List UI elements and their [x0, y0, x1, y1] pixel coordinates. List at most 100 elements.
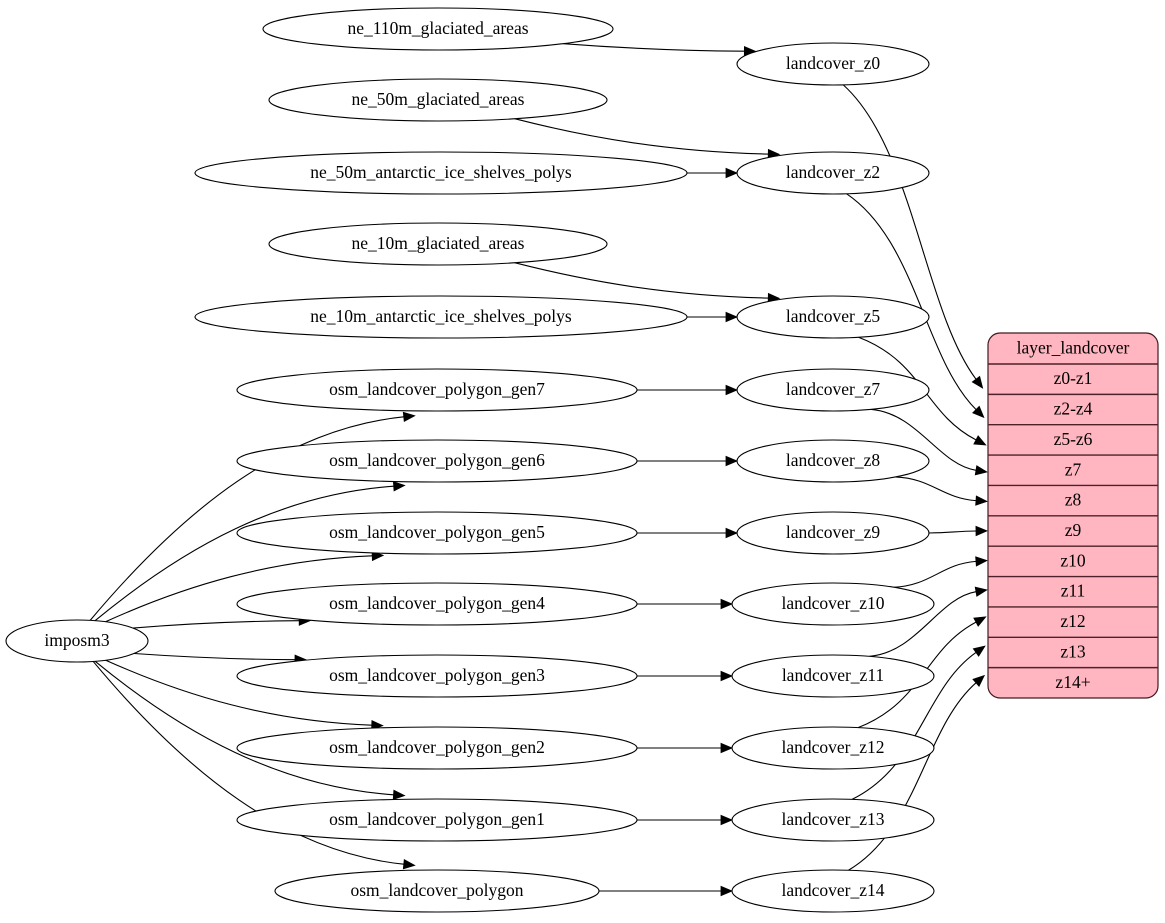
- table-row[interactable]: z0-z1: [1054, 368, 1093, 388]
- edge-ne_10m_glaciated_areas-to-landcover_z5: [514, 262, 781, 304]
- node-shape: [236, 368, 638, 412]
- edge-line: [92, 661, 404, 865]
- table-row[interactable]: z5-z6: [1054, 429, 1093, 449]
- node-label: imposm3: [44, 630, 109, 650]
- node-shape: [736, 295, 930, 339]
- edge-line: [514, 262, 769, 299]
- arrowhead: [720, 885, 734, 897]
- node-label: landcover_z2: [786, 162, 880, 182]
- node-osm_landcover_polygon_gen3[interactable]: osm_landcover_polygon_gen3: [236, 654, 638, 698]
- node-landcover_z12[interactable]: landcover_z12: [731, 726, 935, 770]
- node-shape: [731, 798, 935, 842]
- edge-landcover_z11-to-layer_landcover:z11: [869, 586, 988, 657]
- node-shape: [731, 869, 935, 913]
- edge-ne_50m_antarctic_ice_shelves_polys-to-landcover_z2: [687, 167, 739, 179]
- edge-line: [89, 416, 404, 621]
- edge-line: [928, 530, 977, 534]
- node-osm_landcover_polygon[interactable]: osm_landcover_polygon: [274, 869, 600, 913]
- edge-osm_landcover_polygon_gen3-to-landcover_z11: [636, 670, 734, 682]
- edge-landcover_z9-to-layer_landcover:z9: [928, 525, 989, 537]
- node-label: ne_10m_antarctic_ice_shelves_polys: [310, 306, 572, 326]
- table-row-label: z7: [1065, 459, 1082, 479]
- table-row[interactable]: z14+: [1055, 672, 1090, 692]
- edge-line: [563, 43, 745, 52]
- layer-landcover-record[interactable]: layer_landcoverz0-z1z2-z4z5-z6z7z8z9z10z…: [987, 332, 1159, 699]
- edge-ne_10m_antarctic_ice_shelves_polys-to-landcover_z5: [687, 311, 739, 323]
- node-landcover_z5[interactable]: landcover_z5: [736, 295, 930, 339]
- node-landcover_z9[interactable]: landcover_z9: [736, 511, 930, 555]
- table-row[interactable]: z9: [1065, 520, 1082, 540]
- arrowhead: [972, 674, 986, 687]
- node-shape: [236, 798, 638, 842]
- node-label: landcover_z11: [782, 665, 884, 685]
- table-row[interactable]: z11: [1061, 581, 1086, 601]
- edge-line: [869, 591, 977, 657]
- node-shape: [731, 726, 935, 770]
- node-landcover_z10[interactable]: landcover_z10: [731, 582, 935, 626]
- arrowhead: [972, 645, 986, 657]
- table-row[interactable]: z13: [1060, 641, 1086, 661]
- edge-line: [846, 193, 977, 410]
- arrowhead: [725, 384, 739, 396]
- node-ne_110m_glaciated_areas[interactable]: ne_110m_glaciated_areas: [262, 7, 614, 51]
- node-imposm3[interactable]: imposm3: [5, 619, 149, 663]
- table-row[interactable]: z7: [1065, 459, 1082, 479]
- node-ne_50m_antarctic_ice_shelves_polys[interactable]: ne_50m_antarctic_ice_shelves_polys: [194, 151, 688, 195]
- arrowhead: [973, 616, 987, 627]
- arrowhead: [725, 527, 739, 539]
- node-osm_landcover_polygon_gen6[interactable]: osm_landcover_polygon_gen6: [236, 439, 638, 483]
- node-landcover_z7[interactable]: landcover_z7: [736, 368, 930, 412]
- node-landcover_z8[interactable]: landcover_z8: [736, 439, 930, 483]
- arrowhead: [402, 859, 416, 870]
- node-ne_10m_antarctic_ice_shelves_polys[interactable]: ne_10m_antarctic_ice_shelves_polys: [194, 295, 688, 339]
- node-layer: imposm3 ne_110m_glaciated_areas ne_50m_gla…: [5, 7, 935, 913]
- edge-line: [514, 118, 769, 155]
- node-osm_landcover_polygon_gen7[interactable]: osm_landcover_polygon_gen7: [236, 368, 638, 412]
- arrowhead: [720, 670, 734, 682]
- node-landcover_z2[interactable]: landcover_z2: [736, 151, 930, 195]
- table-row[interactable]: z12: [1060, 611, 1085, 631]
- edge-line: [134, 652, 295, 661]
- node-label: ne_50m_glaciated_areas: [352, 89, 525, 109]
- edge-landcover_z13-to-layer_landcover:z13: [851, 645, 986, 800]
- node-label: osm_landcover_polygon_gen3: [329, 665, 545, 685]
- node-landcover_z0[interactable]: landcover_z0: [736, 42, 930, 86]
- node-label: landcover_z0: [786, 53, 881, 73]
- node-shape: [262, 7, 614, 51]
- node-label: landcover_z14: [781, 880, 884, 900]
- arrowhead: [975, 495, 989, 506]
- table-row-label: z2-z4: [1054, 399, 1093, 419]
- node-osm_landcover_polygon_gen1[interactable]: osm_landcover_polygon_gen1: [236, 798, 638, 842]
- table-row[interactable]: z10: [1060, 550, 1086, 570]
- node-osm_landcover_polygon_gen4[interactable]: osm_landcover_polygon_gen4: [236, 582, 638, 626]
- arrowhead: [725, 167, 739, 179]
- node-landcover_z13[interactable]: landcover_z13: [731, 798, 935, 842]
- edge-ne_50m_glaciated_areas-to-landcover_z2: [514, 118, 781, 160]
- table-row[interactable]: z8: [1065, 490, 1082, 510]
- node-shape: [736, 368, 930, 412]
- table-row[interactable]: z2-z4: [1054, 399, 1093, 419]
- node-shape: [236, 439, 638, 483]
- node-ne_10m_glaciated_areas[interactable]: ne_10m_glaciated_areas: [268, 222, 608, 266]
- node-shape: [736, 439, 930, 483]
- edge-line: [94, 660, 394, 796]
- table-row-label: z8: [1065, 490, 1082, 510]
- table-row-label: z13: [1060, 641, 1086, 661]
- table-row-label: z5-z6: [1054, 429, 1093, 449]
- node-osm_landcover_polygon_gen2[interactable]: osm_landcover_polygon_gen2: [236, 726, 638, 770]
- arrowhead: [974, 465, 988, 476]
- edge-line: [870, 408, 977, 471]
- node-shape: [268, 222, 608, 266]
- arrowhead: [725, 455, 739, 467]
- node-landcover_z14[interactable]: landcover_z14: [731, 869, 935, 913]
- node-ne_50m_glaciated_areas[interactable]: ne_50m_glaciated_areas: [268, 78, 608, 122]
- node-osm_landcover_polygon_gen5[interactable]: osm_landcover_polygon_gen5: [236, 511, 638, 555]
- node-shape: [194, 295, 688, 339]
- node-label: osm_landcover_polygon_gen5: [329, 522, 545, 542]
- layer-landcover-table: layer_landcoverz0-z1z2-z4z5-z6z7z8z9z10z…: [987, 332, 1159, 699]
- arrowhead: [720, 814, 734, 826]
- node-label: osm_landcover_polygon_gen1: [329, 809, 545, 829]
- node-landcover_z11[interactable]: landcover_z11: [731, 654, 935, 698]
- arrowhead: [975, 556, 989, 567]
